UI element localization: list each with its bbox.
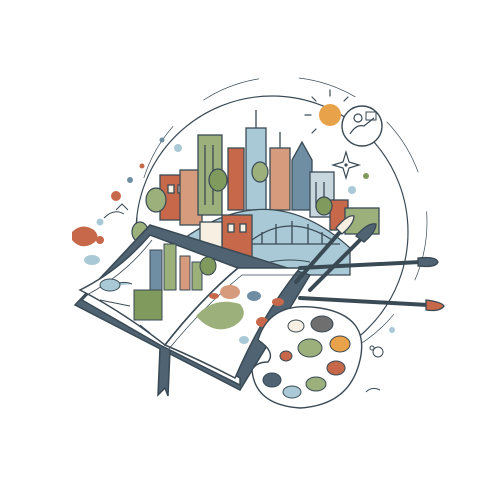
sketch-left-page [99, 243, 217, 334]
paintbrush-icon [294, 215, 445, 312]
compass-icon [330, 149, 362, 181]
artist-medallion-icon [341, 105, 383, 147]
paint-splatters [72, 137, 395, 358]
palette-icon [251, 306, 363, 409]
sketch-right-page [196, 285, 284, 344]
doodles [103, 203, 381, 393]
sun-icon [304, 89, 356, 134]
